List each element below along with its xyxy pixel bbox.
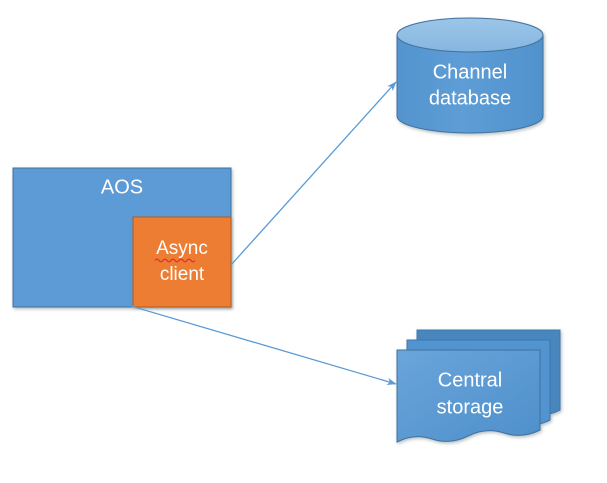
cylinder-body[interactable] <box>396 34 544 134</box>
async-client-box[interactable]: Async client <box>132 216 232 308</box>
central-storage-stack[interactable]: Central storage <box>396 329 561 443</box>
central-storage-label-line1: Central <box>438 369 502 391</box>
connector-aos-to-central-storage[interactable] <box>123 303 397 386</box>
spellcheck-squiggle-icon <box>154 258 196 263</box>
channel-database-label-line1: Channel <box>433 61 508 83</box>
async-client-label-line2: client <box>160 264 205 285</box>
channel-database-label-line2: database <box>429 87 511 109</box>
connector-async-client-to-channel-database[interactable] <box>230 81 397 266</box>
central-storage-label-line2: storage <box>437 396 504 418</box>
cylinder-top <box>396 17 544 53</box>
aos-box-label: AOS <box>101 176 143 198</box>
async-client-box-rect[interactable] <box>132 216 232 308</box>
central-storage-layer-front[interactable] <box>396 349 541 443</box>
channel-database-cylinder[interactable]: Channel database <box>396 17 544 134</box>
async-client-label-line1: Async <box>156 238 208 259</box>
